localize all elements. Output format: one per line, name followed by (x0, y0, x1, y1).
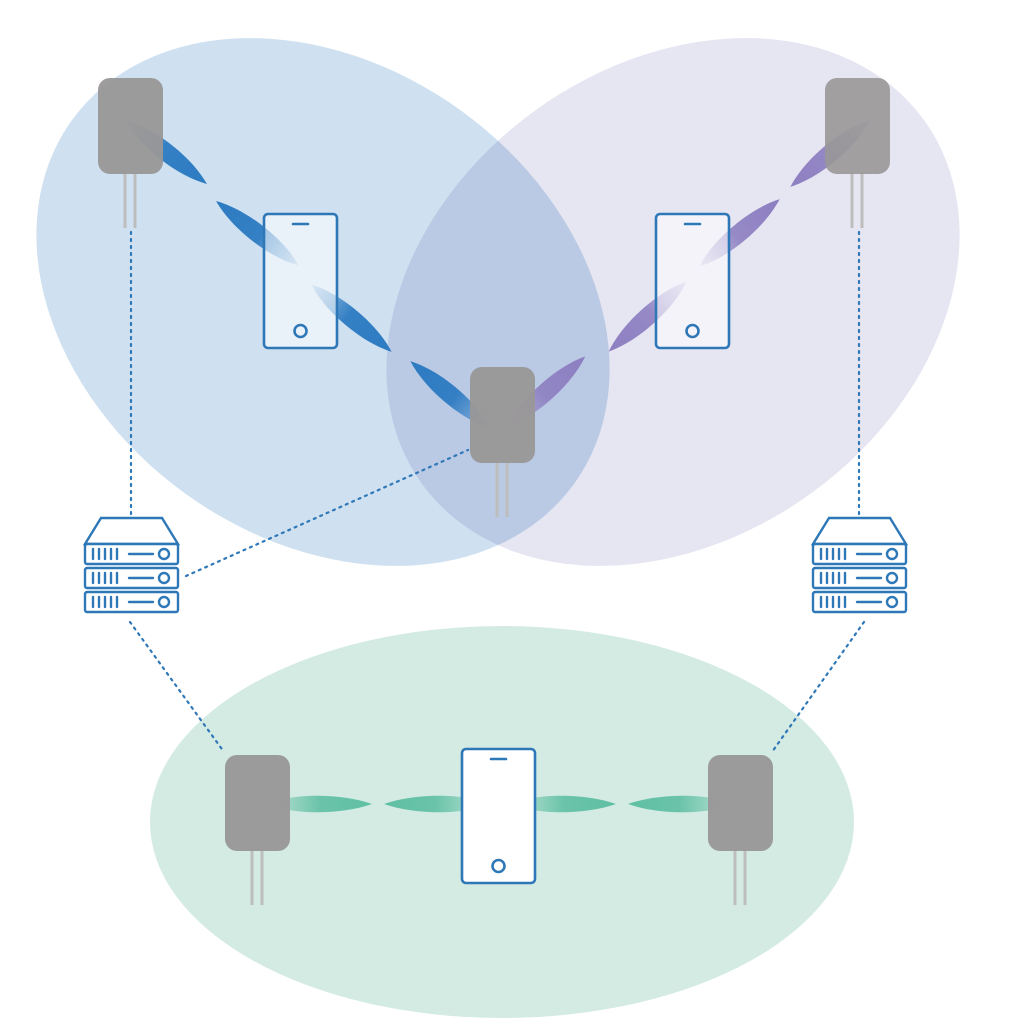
backhaul-dotted-link (770, 620, 866, 754)
access-points (98, 78, 890, 905)
access-point-icon (470, 367, 535, 517)
smartphone-icon (460, 747, 537, 885)
smartphones (262, 212, 731, 885)
smartphone-icon (654, 212, 731, 350)
server-rack-icon (810, 516, 909, 614)
server-rack-icon (82, 516, 181, 614)
backhaul-dotted-link (184, 448, 470, 578)
radio-beam-green (512, 795, 616, 813)
backhaul-dotted-link (128, 620, 226, 754)
radio-beam-green (268, 795, 372, 813)
access-point-icon (225, 755, 290, 905)
access-point-icon (98, 78, 163, 228)
radio-beam-green (628, 795, 732, 813)
access-point-icon (708, 755, 773, 905)
backhaul-links (128, 230, 866, 754)
servers (82, 516, 909, 614)
access-point-icon (825, 78, 890, 228)
smartphone-icon (262, 212, 339, 350)
